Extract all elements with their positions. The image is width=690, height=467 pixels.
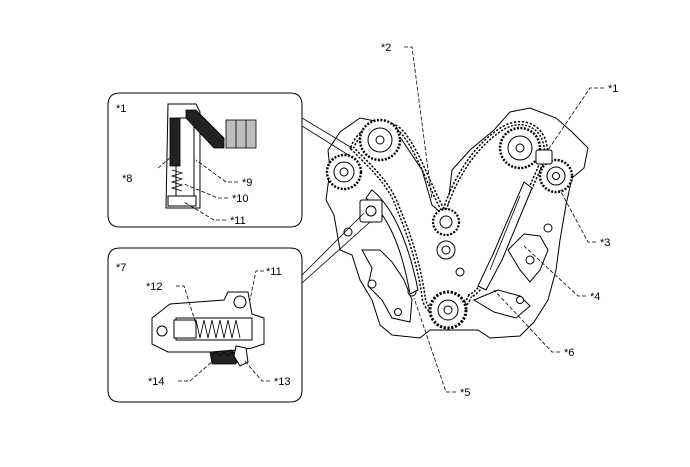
callout-14: *14 xyxy=(148,376,165,388)
left-camshaft-sprocket-rear xyxy=(325,153,363,191)
timing-chain xyxy=(349,120,549,317)
left-camshaft-sprocket-front xyxy=(358,118,402,162)
callout-4: *4 xyxy=(590,291,600,303)
callout-1-main: *1 xyxy=(608,83,618,95)
right-camshaft-sprocket-rear xyxy=(538,158,574,194)
callout-5: *5 xyxy=(460,387,470,399)
inset-bottom-title: *7 xyxy=(116,262,126,274)
inset-top-title: *1 xyxy=(116,103,126,115)
leader-lines xyxy=(157,46,604,393)
callout-11-top: *11 xyxy=(230,215,246,227)
chain-guide-right xyxy=(477,181,533,291)
inset-top-drawing xyxy=(165,103,257,209)
crankshaft-sprocket xyxy=(428,290,468,330)
right-camshaft-sprocket-front xyxy=(498,126,542,170)
inset-top-frame xyxy=(107,92,353,228)
callout-6: *6 xyxy=(564,347,574,359)
callout-2: *2 xyxy=(381,42,391,54)
callout-12: *12 xyxy=(146,281,163,293)
callout-11-bottom: *11 xyxy=(266,266,282,278)
chain-tensioner-right-head xyxy=(535,149,553,165)
callout-9: *9 xyxy=(242,177,252,189)
callout-13: *13 xyxy=(274,376,291,388)
idler-sprocket xyxy=(431,207,461,237)
chain-tensioner-left xyxy=(359,199,383,223)
callout-3: *3 xyxy=(600,237,610,249)
idler-pulley-lower xyxy=(436,240,456,260)
inset-bottom-drawing xyxy=(151,291,265,367)
callout-8: *8 xyxy=(122,173,132,185)
callout-10: *10 xyxy=(232,193,249,205)
